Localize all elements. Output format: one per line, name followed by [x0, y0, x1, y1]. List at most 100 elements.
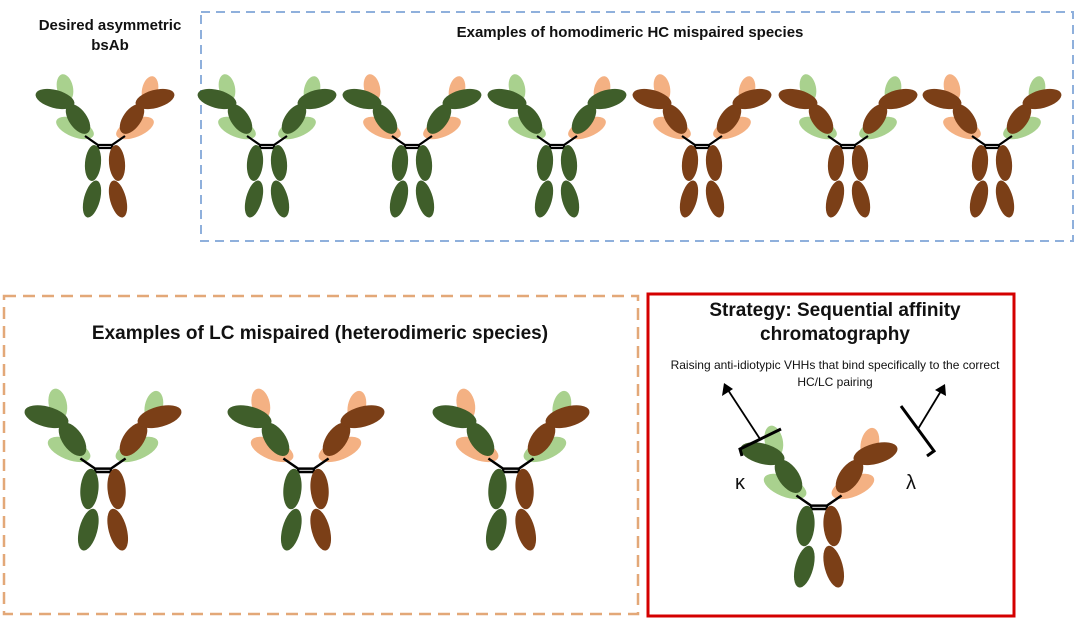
right-heavy-chain-vh [853, 442, 898, 466]
lambda-arrow [917, 390, 942, 430]
right-heavy-chain-ch2 [415, 145, 433, 181]
antibody-hc_mispaired [632, 74, 772, 218]
right-heavy-chain-ch2 [515, 468, 534, 510]
left-heavy-chain-ch1 [227, 104, 253, 134]
antibody-lc_mispaired [24, 388, 182, 551]
left-heavy-chain-ch3 [77, 508, 99, 551]
left-heavy-chain-vh [632, 88, 672, 110]
left-heavy-chain-ch1 [261, 422, 290, 457]
left-heavy-chain-ch3 [280, 508, 302, 551]
left-heavy-chain-vh [342, 88, 382, 110]
right-heavy-chain-ch1 [862, 104, 888, 134]
left-heavy-chain-ch1 [808, 104, 834, 134]
antibody-hc_mispaired [778, 74, 918, 218]
lc-mispaired-title: Examples of LC mispaired (heterodimeric … [91, 323, 549, 344]
right-heavy-chain-ch1 [527, 422, 556, 457]
left-heavy-chain-ch1 [774, 459, 803, 494]
strategy-annotations [722, 383, 946, 458]
right-heavy-chain-vh [297, 88, 337, 110]
hc-mispaired-title: Examples of homodimeric HC mispaired spe… [456, 24, 804, 41]
left-heavy-chain-ch1 [65, 104, 91, 134]
left-heavy-chain-ch2 [827, 145, 845, 181]
left-heavy-chain-ch1 [517, 104, 543, 134]
hc-mispaired-group-box [200, 11, 1074, 242]
antibody-layer [24, 74, 1062, 588]
right-heavy-chain-ch3 [515, 508, 537, 551]
right-heavy-chain-ch1 [281, 104, 307, 134]
right-heavy-chain-ch3 [823, 545, 845, 588]
right-heavy-chain-ch3 [107, 508, 129, 551]
kappa-bracket [738, 427, 782, 457]
right-heavy-chain-ch3 [270, 180, 290, 218]
left-heavy-chain-ch2 [391, 145, 409, 181]
kappa-label: κ [735, 472, 745, 494]
right-heavy-chain-vh [545, 405, 590, 429]
left-heavy-chain-ch3 [679, 180, 699, 218]
left-heavy-chain-ch1 [466, 422, 495, 457]
left-heavy-chain-vh [487, 88, 527, 110]
right-heavy-chain-ch2 [851, 145, 869, 181]
left-heavy-chain-ch3 [82, 180, 102, 218]
left-heavy-chain-vh [432, 405, 477, 429]
strategy-title: Strategy: Sequential affinity chromatogr… [709, 300, 961, 345]
left-heavy-chain-ch3 [389, 180, 409, 218]
right-heavy-chain-ch2 [995, 145, 1013, 181]
antibody-hc_mispaired [487, 74, 627, 218]
right-heavy-chain-vh [442, 88, 482, 110]
left-heavy-chain-ch3 [825, 180, 845, 218]
right-heavy-chain-ch3 [851, 180, 871, 218]
right-heavy-chain-vh [135, 88, 175, 110]
left-heavy-chain-ch2 [681, 145, 699, 181]
right-heavy-chain-ch2 [107, 468, 126, 510]
right-heavy-chain-ch1 [716, 104, 742, 134]
right-heavy-chain-ch2 [270, 145, 288, 181]
lambda-label: λ [906, 472, 916, 494]
antibody-desired [35, 74, 175, 218]
left-heavy-chain-ch2 [84, 145, 102, 181]
right-heavy-chain-ch3 [995, 180, 1015, 218]
right-heavy-chain-vh [587, 88, 627, 110]
left-heavy-chain-ch2 [283, 468, 302, 510]
antibody-hc_mispaired [197, 74, 337, 218]
right-heavy-chain-vh [340, 405, 385, 429]
antibody-lc_mispaired [432, 388, 590, 551]
left-heavy-chain-ch3 [485, 508, 507, 551]
antibody-lc_mispaired [227, 388, 385, 551]
kappa-arrow-head [722, 383, 733, 396]
strategy-description: Raising anti-idiotypic VHHs that bind sp… [670, 358, 1000, 389]
right-heavy-chain-vh [137, 405, 182, 429]
left-heavy-chain-ch1 [372, 104, 398, 134]
left-heavy-chain-ch1 [58, 422, 87, 457]
strategy-box [646, 292, 1016, 618]
right-heavy-chain-ch1 [119, 422, 148, 457]
antibody-hc_mispaired [342, 74, 482, 218]
right-heavy-chain-ch3 [108, 180, 128, 218]
left-heavy-chain-vh [35, 88, 75, 110]
left-heavy-chain-vh [740, 442, 785, 466]
right-heavy-chain-ch2 [705, 145, 723, 181]
left-heavy-chain-vh [24, 405, 69, 429]
left-heavy-chain-vh [197, 88, 237, 110]
antibody-strategy [740, 425, 898, 588]
left-heavy-chain-ch1 [662, 104, 688, 134]
right-heavy-chain-ch2 [560, 145, 578, 181]
left-heavy-chain-vh [227, 405, 272, 429]
right-heavy-chain-ch3 [310, 508, 332, 551]
right-heavy-chain-ch1 [119, 104, 145, 134]
lambda-bracket [899, 405, 937, 458]
left-heavy-chain-ch2 [796, 505, 815, 547]
right-heavy-chain-ch3 [705, 180, 725, 218]
right-heavy-chain-vh [732, 88, 772, 110]
left-heavy-chain-ch3 [534, 180, 554, 218]
left-heavy-chain-ch2 [488, 468, 507, 510]
right-heavy-chain-ch1 [571, 104, 597, 134]
left-heavy-chain-ch2 [80, 468, 99, 510]
left-heavy-chain-ch2 [246, 145, 264, 181]
left-heavy-chain-ch3 [244, 180, 264, 218]
left-heavy-chain-ch3 [969, 180, 989, 218]
right-heavy-chain-ch1 [1006, 104, 1032, 134]
right-heavy-chain-ch2 [823, 505, 842, 547]
right-heavy-chain-vh [878, 88, 918, 110]
left-heavy-chain-vh [922, 88, 962, 110]
